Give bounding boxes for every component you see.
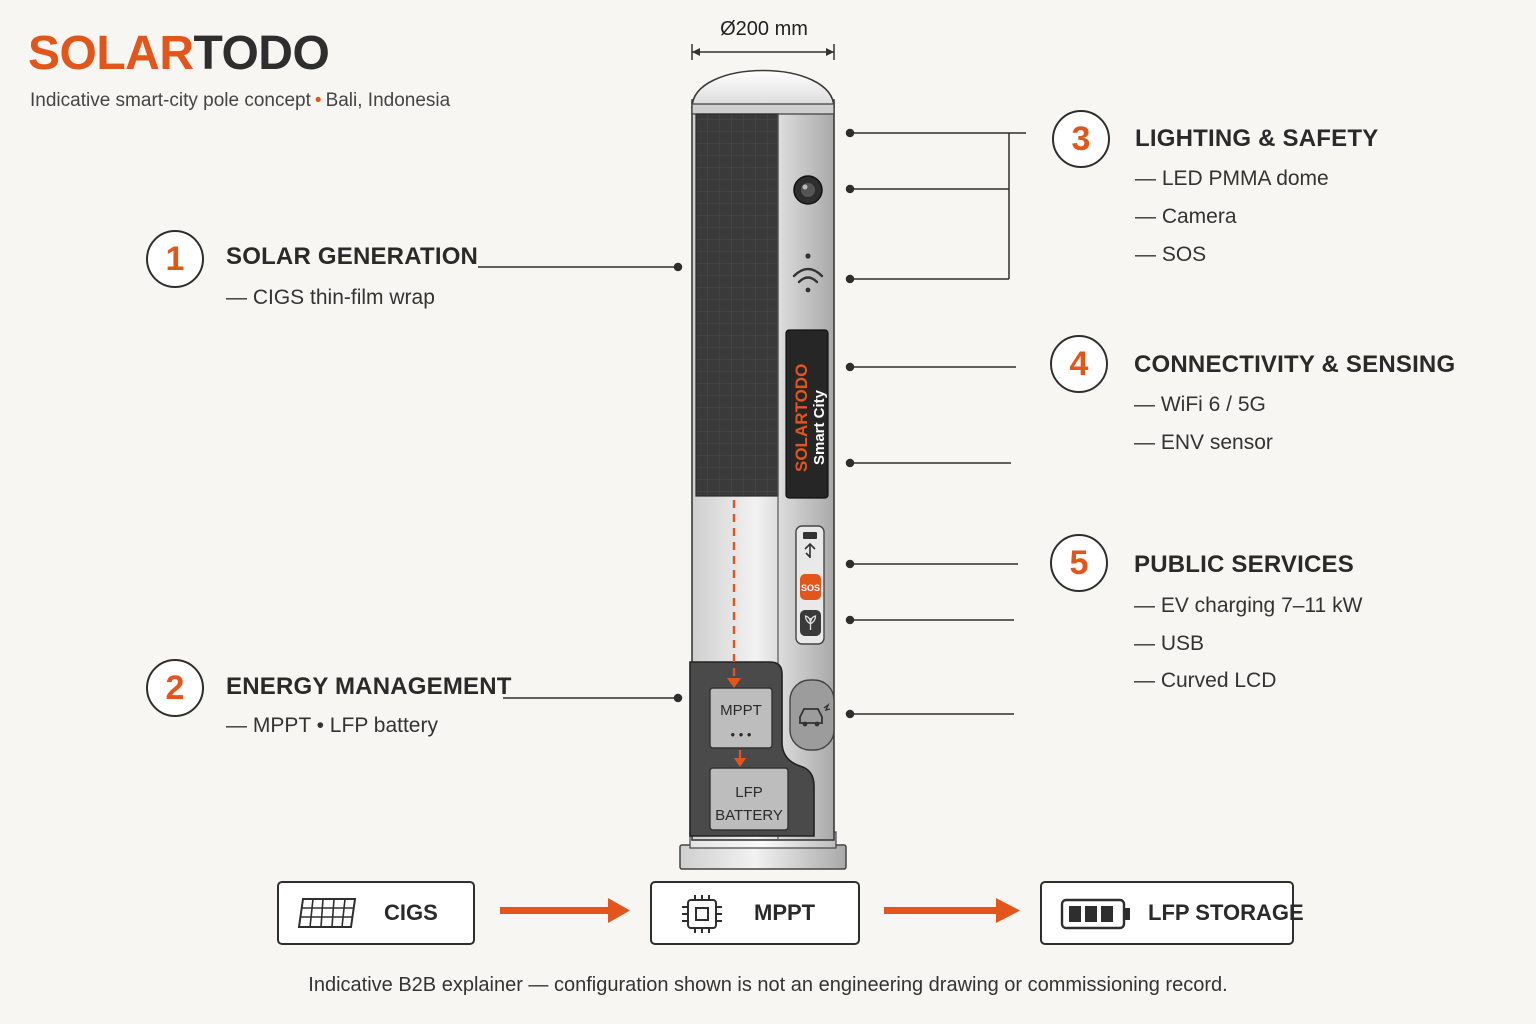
section-5-item-1: — EV charging 7–11 kW [1134,594,1363,617]
flow-label-mppt: MPPT [754,900,816,925]
flow-label-cigs: CIGS [384,900,438,925]
section-1-badge: 1 [146,230,204,288]
flow-label-lfp-storage: LFP STORAGE [1148,900,1304,925]
sos-button[interactable] [800,574,821,600]
section-1-item-1: — CIGS thin-film wrap [226,286,435,309]
flow-box-mppt: MPPT [650,881,860,945]
usb-icon [804,542,816,558]
section-4-item-1: — WiFi 6 / 5G [1134,393,1266,416]
flow-box-cigs: CIGS [277,881,475,945]
leader-lines-services [845,559,1018,719]
usb-port-icon [803,532,817,539]
section-2-badge: 2 [146,659,204,717]
sos-button-label: SOS [801,583,820,593]
bullet-icon: • [314,90,322,111]
brand-part-todo: TODO [193,27,330,80]
section-1-title: SOLAR GENERATION [226,243,479,270]
mppt-module [709,687,773,749]
section-4-item-2: — ENV sensor [1134,431,1273,454]
solar-panel-icon [297,898,357,928]
ev-charging-socket [789,679,835,751]
section-2-title: ENERGY MANAGEMENT [226,673,512,700]
dimension-line [691,44,835,60]
dimension-label: Ø200 mm [720,18,808,40]
lfp-battery-module [709,767,789,831]
subtitle-text: Indicative smart-city pole concept [30,90,311,111]
cigs-solar-wrap [695,113,779,497]
section-2-item-1: — MPPT • LFP battery [226,714,438,737]
section-3-badge: 3 [1052,110,1110,168]
section-3-item-1: — LED PMMA dome [1135,167,1329,190]
section-4-title: CONNECTIVITY & SENSING [1134,351,1456,378]
mppt-module-dots: • • • [731,727,752,742]
subtitle-location: Bali, Indonesia [325,90,451,111]
section-5-title: PUBLIC SERVICES [1134,551,1354,578]
section-5-badge: 5 [1050,534,1108,592]
section-3-item-3: — SOS [1135,243,1207,266]
lcd-sub-text: Smart City [811,389,828,465]
brand-logo: SOLARTODO [28,26,330,81]
leader-lines-connectivity [845,362,1016,468]
battery-line-1: LFP [735,784,763,801]
chip-icon [682,895,722,933]
page-subtitle: Indicative smart-city pole concept•Bali,… [30,90,450,112]
env-sensor-icon [805,253,811,259]
section-5-item-3: — Curved LCD [1134,669,1277,692]
flow-box-lfp-storage: LFP STORAGE [1040,881,1304,945]
section-5-item-2: — USB [1134,632,1205,655]
led-dome [691,69,835,109]
footer-disclaimer: Indicative B2B explainer — configuration… [308,974,1228,996]
service-panel: SOS [795,525,825,645]
lcd-brand-text: SOLARTODO [792,364,811,472]
wifi-icon [792,267,824,293]
brand-part-solar: SOLAR [28,27,194,80]
section-3-item-2: — Camera [1135,205,1237,228]
battery-icon [1060,898,1130,930]
leader-lines-lighting [845,128,1026,284]
section-3-title: LIGHTING & SAFETY [1135,125,1379,152]
camera-icon [793,175,823,205]
curved-lcd-display: SOLARTODO Smart City [785,329,829,499]
section-4-badge: 4 [1050,335,1108,393]
mppt-module-label: MPPT [720,702,762,719]
flow-arrow-1 [500,898,630,923]
battery-line-2: BATTERY [715,807,783,824]
flow-arrow-2 [884,898,1020,923]
ev-car-icon [799,708,823,724]
